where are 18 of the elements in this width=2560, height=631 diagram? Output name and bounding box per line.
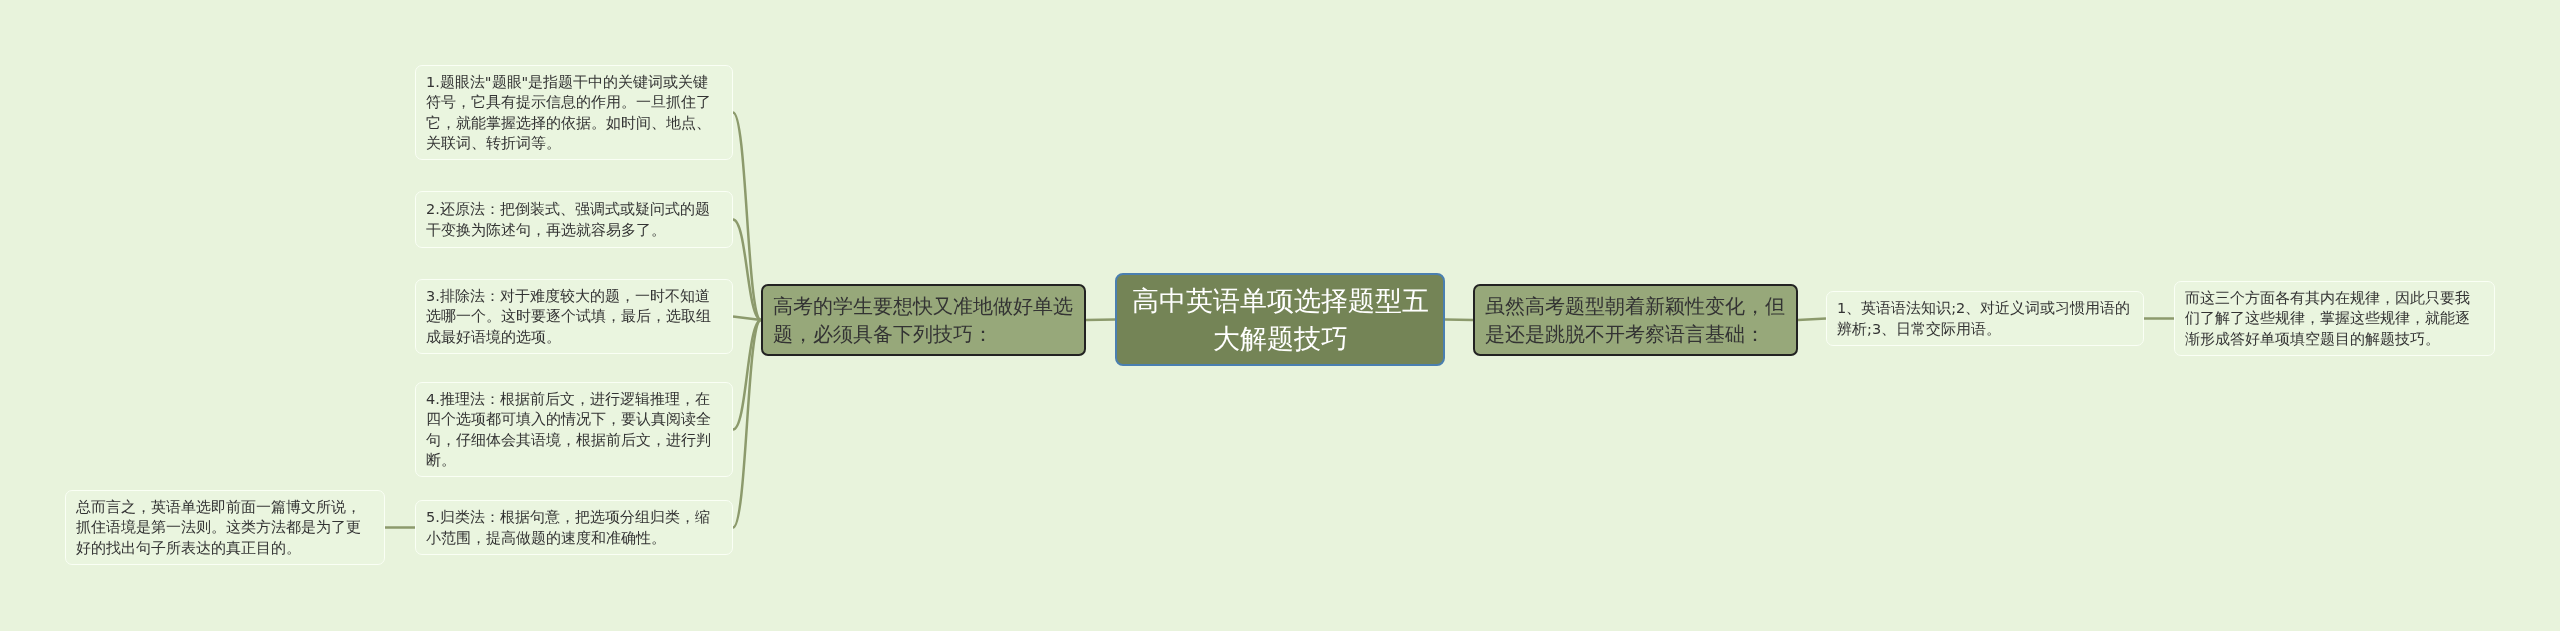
branch-box: 虽然高考题型朝着新颖性变化，但是还是跳脱不开考察语言基础： — [1473, 284, 1798, 356]
connector-line — [732, 111, 762, 321]
connector-line — [1085, 318, 1116, 322]
title-box: 高中英语单项选择题型五大解题技巧 — [1115, 273, 1445, 366]
connector-line — [385, 526, 415, 529]
leaf-box: 3.排除法：对于难度较大的题，一时不知道选哪一个。这时要逐个试填，最后，选取组成最好语境的选项。 — [415, 279, 733, 354]
leaf-box: 1、英语语法知识;2、对近义词或习惯用语的辨析;3、日常交际用语。 — [1826, 291, 2144, 346]
leaf-box: 而这三个方面各有其内在规律，因此只要我们了解了这些规律，掌握这些规律，就能逐渐形成答好单项填空题目的解题技巧。 — [2174, 281, 2495, 356]
connector-line — [2144, 317, 2174, 320]
leaf-box: 4.推理法：根据前后文，进行逻辑推理，在四个选项都可填入的情况下，要认真阅读全句，仔细体会其语境，根据前后文，进行判断。 — [415, 382, 733, 478]
branch-box: 高考的学生要想快又准地做好单选题，必须具备下列技巧： — [761, 284, 1086, 356]
leaf-box: 总而言之，英语单选即前面一篇博文所说，抓住语境是第一法则。这类方法都是为了更好的找出句子所表达的真正目的。 — [65, 490, 385, 565]
leaf-box: 2.还原法：把倒装式、强调式或疑问式的题干变换为陈述句，再选就容易多了。 — [415, 191, 733, 248]
connector-line — [1797, 317, 1827, 322]
leaf-box: 5.归类法：根据句意，把选项分组归类，缩小范围，提高做题的速度和准确性。 — [415, 500, 733, 555]
connector-line — [1444, 318, 1474, 322]
leaf-box: 1.题眼法"题眼"是指题干中的关键词或关键符号，它具有提示信息的作用。一旦抓住了它，就能掌握选择的依据。如时间、地点、关联词、转折词等。 — [415, 65, 733, 161]
connector-line — [732, 319, 762, 529]
